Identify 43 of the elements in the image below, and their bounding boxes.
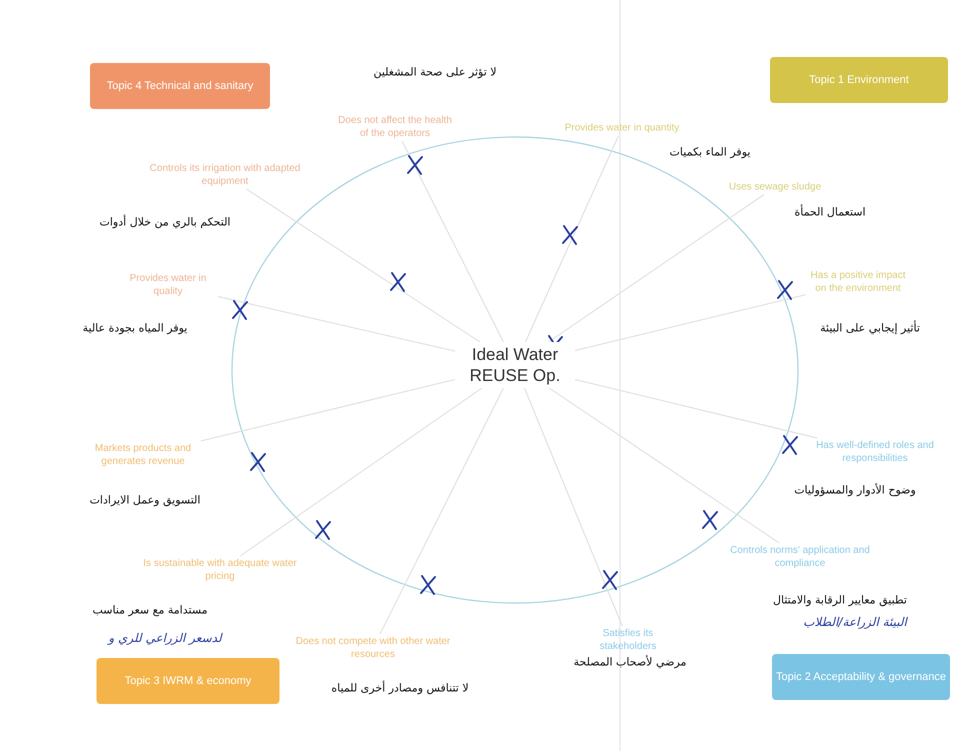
translation-text: وضوح الأدوار والمسؤوليات — [794, 484, 916, 496]
spoke-line — [240, 388, 482, 556]
spoke-line — [218, 296, 456, 352]
translation-text: لا تؤثر على صحة المشغلين — [373, 66, 497, 78]
criterion-text: Provides water in quantity — [562, 120, 682, 136]
spoke-line — [200, 379, 456, 442]
criterion-text: Does not compete with other water resources — [293, 634, 453, 662]
spoke-line — [574, 294, 806, 351]
centre-label: Ideal Water REUSE Op. — [455, 342, 575, 388]
topic-box: Topic 2 Acceptability & governance — [772, 654, 950, 700]
criterion-text: Controls norms' application and compliance — [720, 543, 880, 571]
spoke-line — [402, 140, 504, 342]
spoke-line — [246, 188, 480, 342]
spoke-line — [548, 388, 780, 544]
spoke-line — [574, 379, 818, 438]
handwritten-note: البيئة الزراعة/الطلاب — [803, 615, 907, 629]
criterion-text: Has a positive impact on the environment — [806, 268, 910, 296]
topic-box: Topic 4 Technical and sanitary — [90, 63, 270, 109]
translation-text: التسويق وعمل الايرادات — [90, 494, 200, 506]
translation-text: التحكم بالري من خلال أدوات — [100, 216, 230, 228]
criterion-text: Does not affect the health of the operators — [332, 113, 458, 141]
spoke-line — [548, 194, 765, 342]
topic-box: Topic 3 IWRM & economy — [96, 658, 280, 704]
handwritten-note: لدسعر الزراعي للري و — [108, 631, 222, 645]
topic-box: Topic 1 Environment — [770, 57, 948, 103]
criterion-text: Satisfies its stakeholders — [578, 626, 678, 654]
spoke-line — [380, 388, 504, 634]
translation-text: مرضي لأصحاب المصلحة — [574, 656, 686, 668]
translation-text: تأثير إيجابي على البيئة — [820, 322, 920, 334]
criterion-text: Provides water in quality — [118, 271, 218, 299]
criterion-text: Uses sewage sludge — [700, 180, 850, 194]
translation-text: استعمال الحمأة — [794, 206, 866, 218]
criterion-text: Controls its irrigation with adapted equipment — [138, 161, 312, 189]
translation-text: يوفر المياه بجودة عالية — [82, 322, 188, 334]
criterion-text: Markets products and generates revenue — [70, 441, 216, 469]
translation-text: مستدامة مع سعر مناسب — [92, 604, 208, 616]
criterion-text: Is sustainable with adequate water pricing — [138, 556, 302, 584]
criterion-text: Has well-defined roles and responsibilities — [795, 438, 955, 466]
spoke-line — [524, 388, 623, 626]
spoke-line — [524, 135, 620, 342]
translation-text: تطبيق معايير الرقابة والامتثال — [773, 594, 907, 606]
translation-text: لا تتنافس ومصادر أخرى للمياه — [331, 682, 469, 694]
translation-text: يوفر الماء بكميات — [670, 146, 750, 158]
